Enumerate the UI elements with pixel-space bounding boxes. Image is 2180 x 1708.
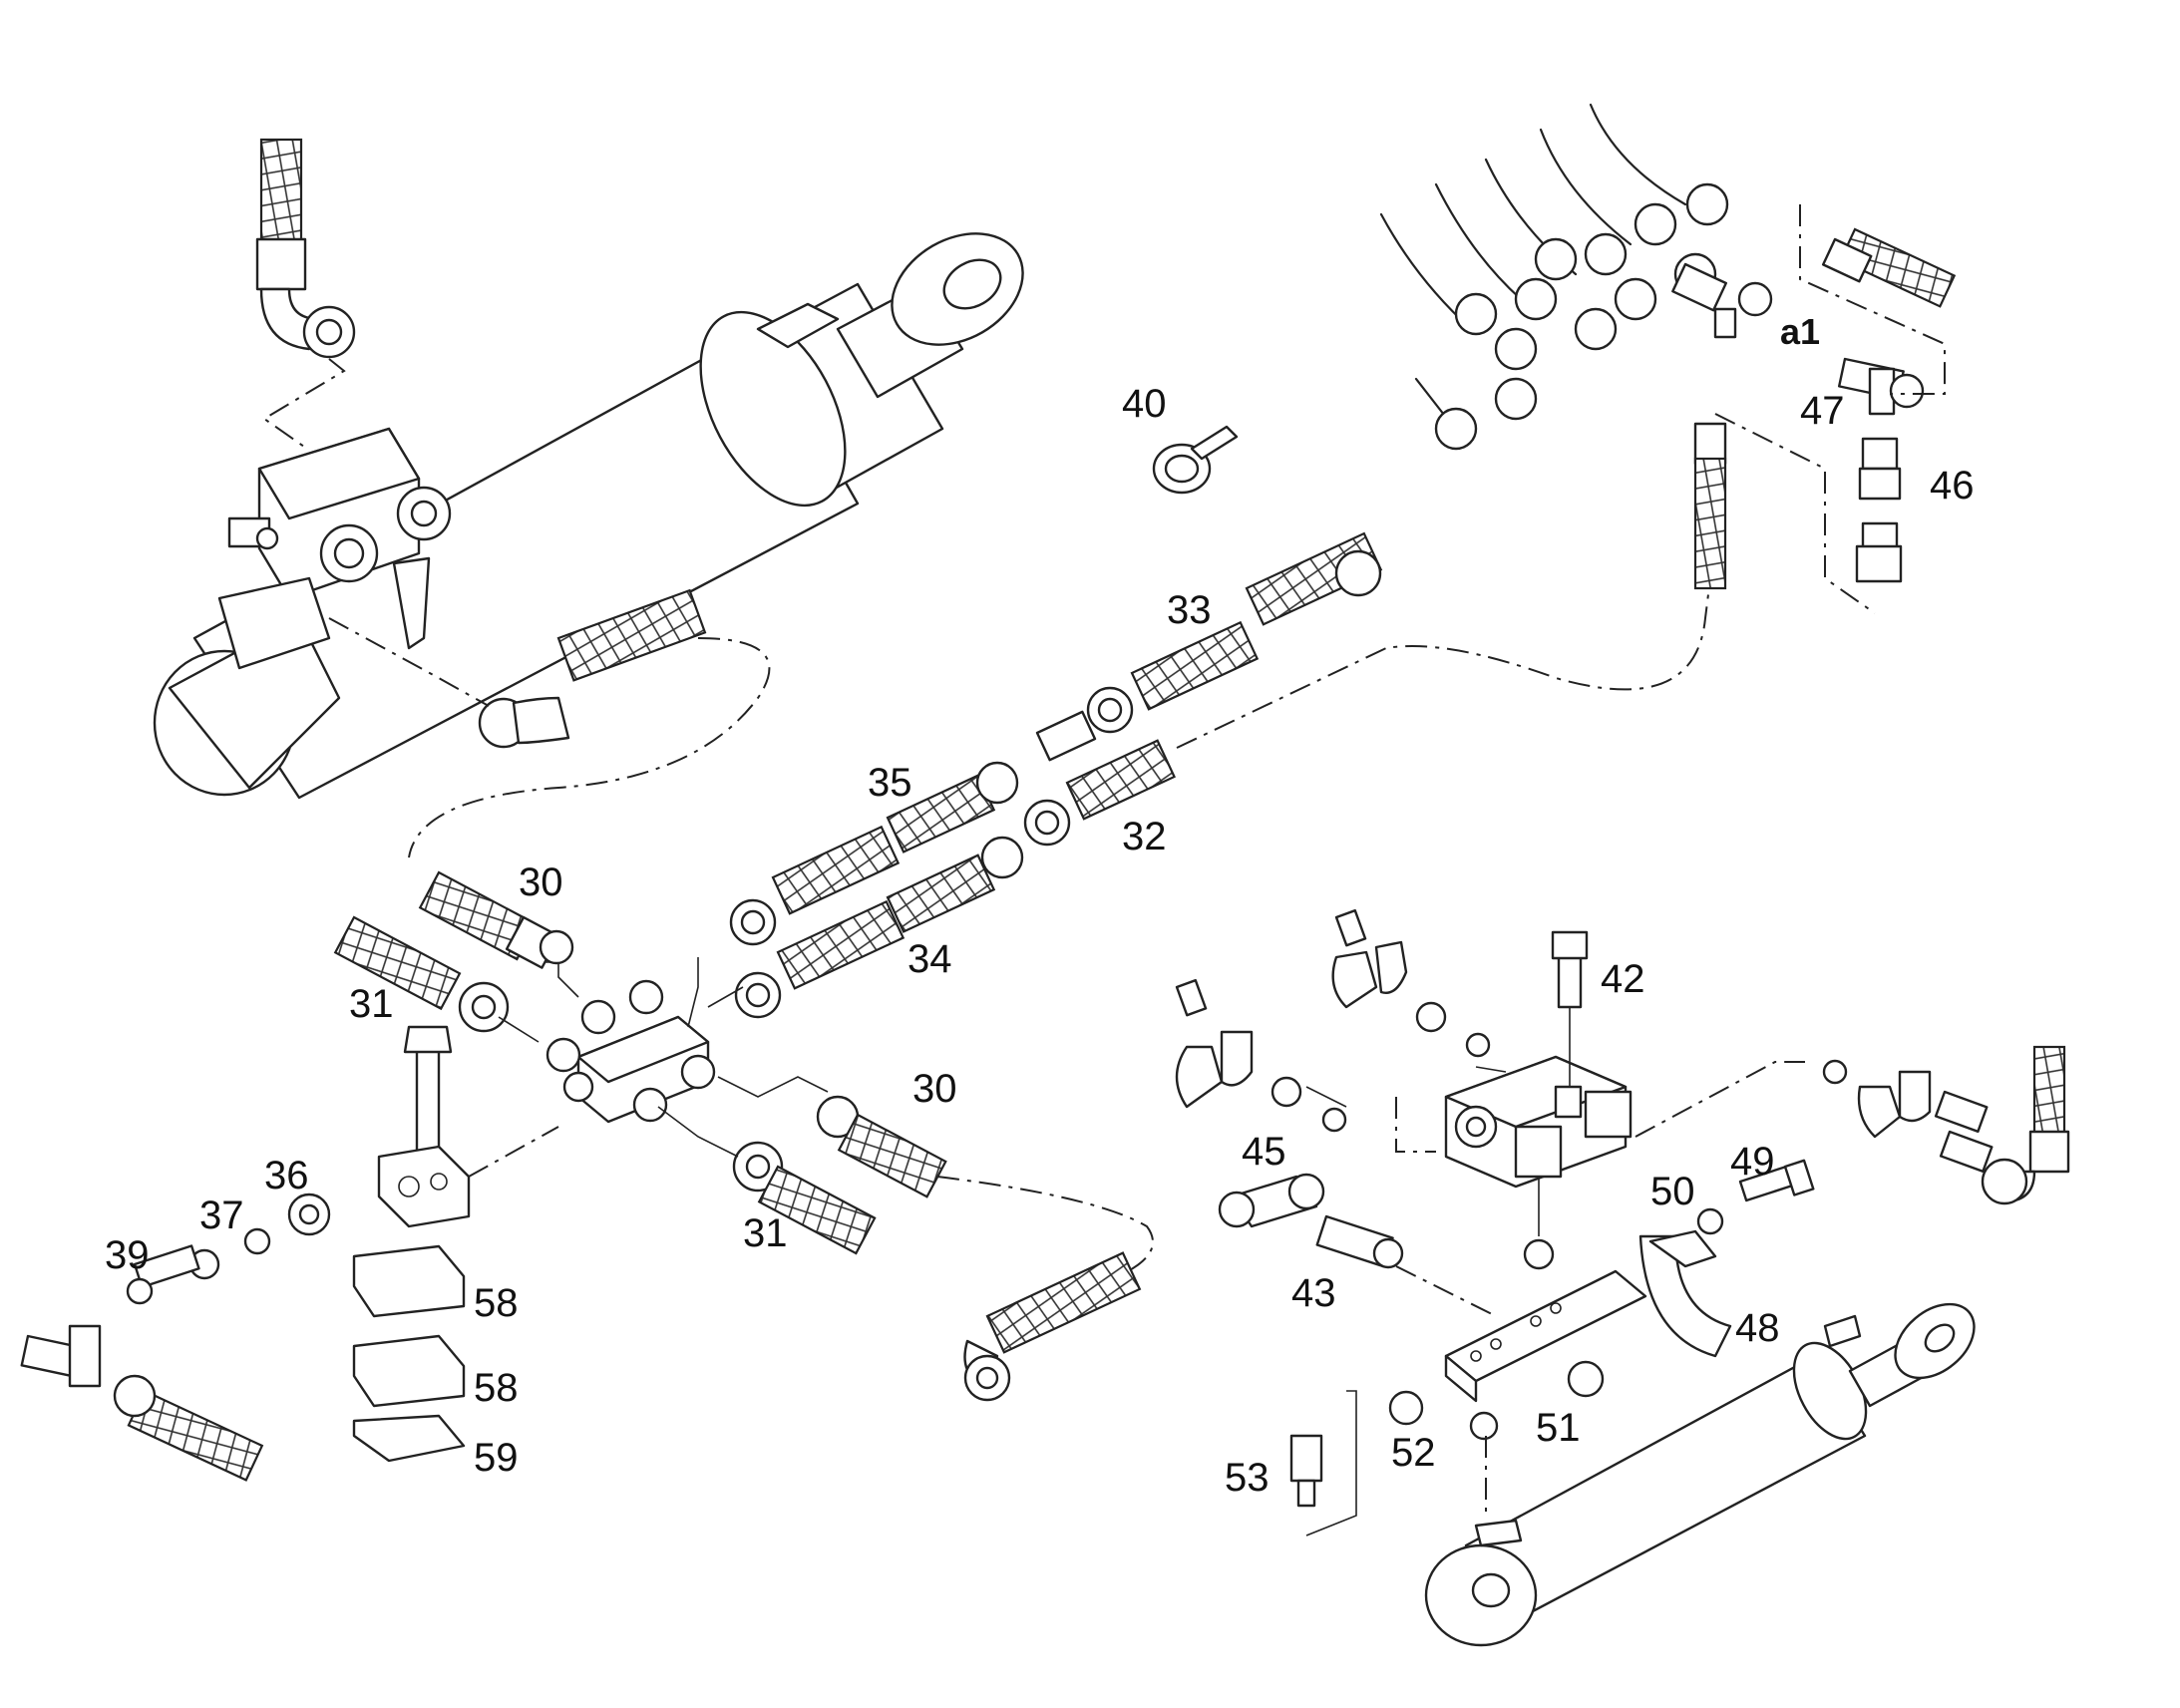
secondary-cylinder: [1424, 1302, 1976, 1647]
callout-48: 48: [1735, 1306, 1780, 1350]
valve-block-right: [1444, 1055, 1633, 1189]
washer-center: [1523, 1238, 1555, 1270]
callout-47: 47: [1800, 389, 1845, 433]
callout-34: 34: [908, 937, 952, 981]
main-cylinder: [153, 232, 1024, 800]
hose-elbow-lower: [963, 1251, 1142, 1402]
flange-halves-right: [1822, 1045, 2070, 1205]
tee-fitting-lower-left: [20, 1324, 264, 1482]
plug-51: [1567, 1360, 1605, 1398]
callout-52: 52: [1391, 1431, 1436, 1475]
callout-58-lower: 58: [474, 1366, 519, 1410]
callout-53: 53: [1225, 1456, 1270, 1500]
hose-31-upper: [333, 915, 510, 1033]
callout-59: 59: [474, 1436, 519, 1480]
callout-30-lower: 30: [912, 1067, 957, 1111]
callout-40: 40: [1122, 382, 1167, 426]
callout-35: 35: [868, 761, 912, 805]
callout-39: 39: [105, 1233, 150, 1277]
callout-31-lower: 31: [743, 1211, 788, 1255]
bolt-clamp-stack: [126, 1025, 471, 1463]
hose-31-lower: [732, 1141, 877, 1255]
hose-30-lower: [816, 1095, 947, 1198]
callout-31-upper: 31: [349, 982, 394, 1026]
callout-36: 36: [264, 1154, 309, 1197]
callout-33: 33: [1167, 588, 1212, 632]
callout-a1: a1: [1780, 311, 1820, 352]
washer-lower: [1469, 1411, 1499, 1441]
callout-46: 46: [1930, 464, 1975, 508]
hose-33: [1035, 531, 1383, 762]
clamp-48: [1638, 1229, 1732, 1358]
callout-30-upper: 30: [519, 860, 563, 904]
callout-37: 37: [199, 1194, 244, 1237]
bolt-42: [1551, 930, 1589, 1009]
fitting-45: [1218, 1173, 1325, 1228]
washer-50: [1696, 1207, 1724, 1235]
hose-elbow-upper: [478, 588, 707, 749]
hose-clip-40: [1152, 425, 1239, 495]
distributor-block: [545, 979, 716, 1124]
hose-vertical-right: [1693, 422, 1727, 590]
callout-42: 42: [1601, 957, 1645, 1001]
hose-32: [1023, 739, 1176, 847]
plug-52: [1388, 1390, 1424, 1426]
callout-58-upper: 58: [474, 1281, 519, 1325]
hose-35: [729, 761, 1019, 946]
hose-bundle-top-right: [1379, 103, 1773, 451]
valve-block-upper: [217, 427, 452, 670]
callout-43: 43: [1291, 1271, 1336, 1315]
hose-30-upper: [418, 870, 574, 969]
hose-34: [734, 836, 1024, 1019]
screw-53: [1289, 1434, 1323, 1508]
fitting-stack-46-47: [1821, 227, 1957, 583]
callout-50: 50: [1650, 1170, 1695, 1213]
callout-45: 45: [1242, 1130, 1286, 1174]
callout-51: 51: [1536, 1406, 1581, 1450]
screw-49: [1738, 1159, 1815, 1202]
flange-halves-left: [1175, 908, 1491, 1133]
hose-top-left: [255, 138, 356, 359]
callout-32: 32: [1122, 815, 1167, 858]
callout-49: 49: [1730, 1140, 1775, 1184]
fitting-43: [1315, 1214, 1404, 1269]
mounting-plate: [1444, 1269, 1647, 1403]
